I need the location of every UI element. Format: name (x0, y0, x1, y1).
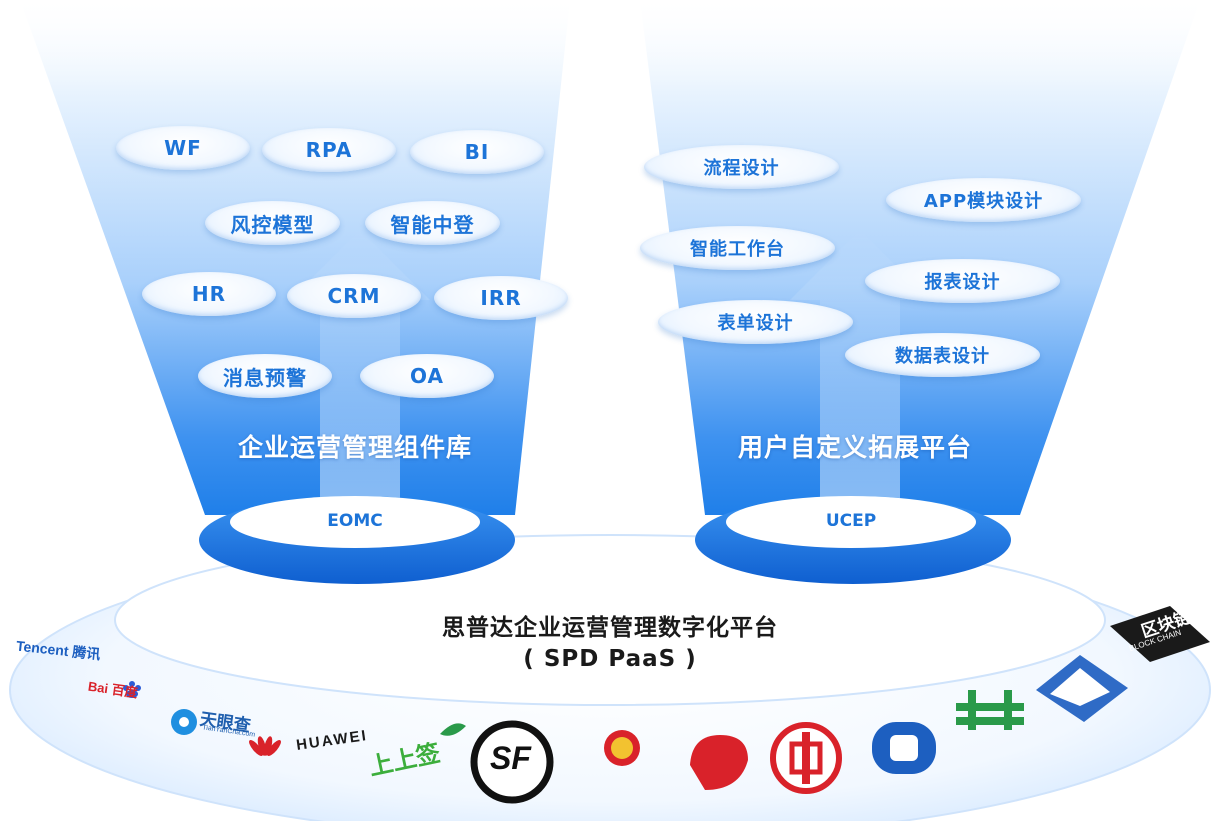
ccb-icon (872, 722, 936, 774)
component-pill-hr: HR (142, 272, 276, 316)
blockchain-icon (1110, 606, 1210, 662)
mountain-logo-icon (1036, 655, 1128, 722)
shangshangqian-icon (440, 723, 466, 736)
extension-pill-smart-workbench: 智能工作台 (640, 226, 835, 270)
left-disc-top (230, 496, 480, 548)
extension-pill-process-design: 流程设计 (644, 145, 839, 189)
component-pill-rpa: RPA (262, 128, 396, 172)
zhongdengwang-icon (690, 735, 748, 790)
baidu-icon (123, 681, 141, 698)
component-pill-wf: WF (116, 126, 250, 170)
component-pill-crm: CRM (287, 274, 421, 318)
component-pill-oa: OA (360, 354, 494, 398)
component-pill-risk-model: 风控模型 (205, 201, 340, 245)
left-cone-title: 企业运营管理组件库 (237, 433, 472, 462)
right-disc-label: UCEP (825, 511, 877, 531)
platform-title: 思普达企业运营管理数字化平台 (442, 615, 778, 641)
extension-pill-app-module-design: APP模块设计 (886, 178, 1081, 222)
huawei-icon (249, 736, 281, 756)
extension-pill-form-design: 表单设计 (658, 300, 853, 344)
icbc-icon (770, 722, 842, 794)
component-pill-alert: 消息预警 (198, 354, 332, 398)
extension-pill-report-design: 报表设计 (865, 259, 1060, 303)
national-emblem-icon (604, 730, 640, 766)
right-cone-title: 用户自定义拓展平台 (737, 433, 972, 462)
sf-logo: SF (490, 740, 531, 776)
left-disc-label: EOMC (327, 511, 383, 531)
extension-pill-datatable-design: 数据表设计 (845, 333, 1040, 377)
postal-icon (956, 690, 1024, 730)
component-pill-irr: IRR (434, 276, 568, 320)
sf-icon (470, 720, 554, 804)
component-pill-smart-registry: 智能中登 (365, 201, 500, 245)
component-pill-bi: BI (410, 130, 544, 174)
platform-subtitle: ( SPD PaaS ) (523, 646, 697, 672)
right-disc-top (726, 496, 976, 548)
right-cone-shape (640, 0, 1200, 515)
